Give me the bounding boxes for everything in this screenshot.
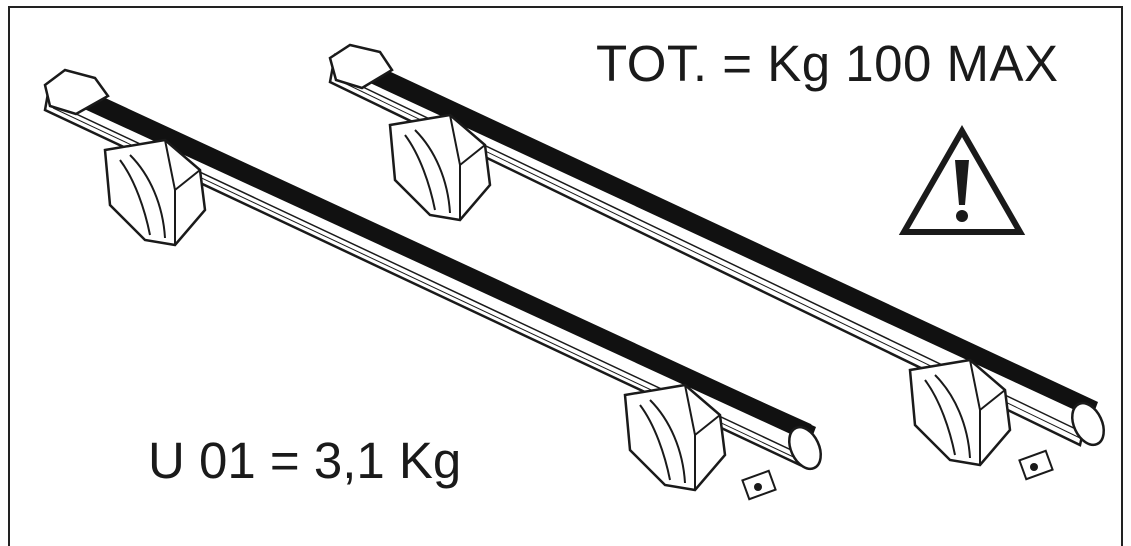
warning-triangle-icon [898, 124, 1026, 235]
unit-weight-label: U 01 = 3,1 Kg [148, 432, 462, 489]
diagram-frame [8, 6, 1123, 546]
total-load-label: TOT. = Kg 100 MAX [596, 35, 1059, 92]
front-crossbar [43, 68, 822, 471]
front-right-foot [623, 383, 777, 501]
roof-rack-illustration [43, 43, 1105, 501]
rear-right-foot [908, 358, 1054, 481]
